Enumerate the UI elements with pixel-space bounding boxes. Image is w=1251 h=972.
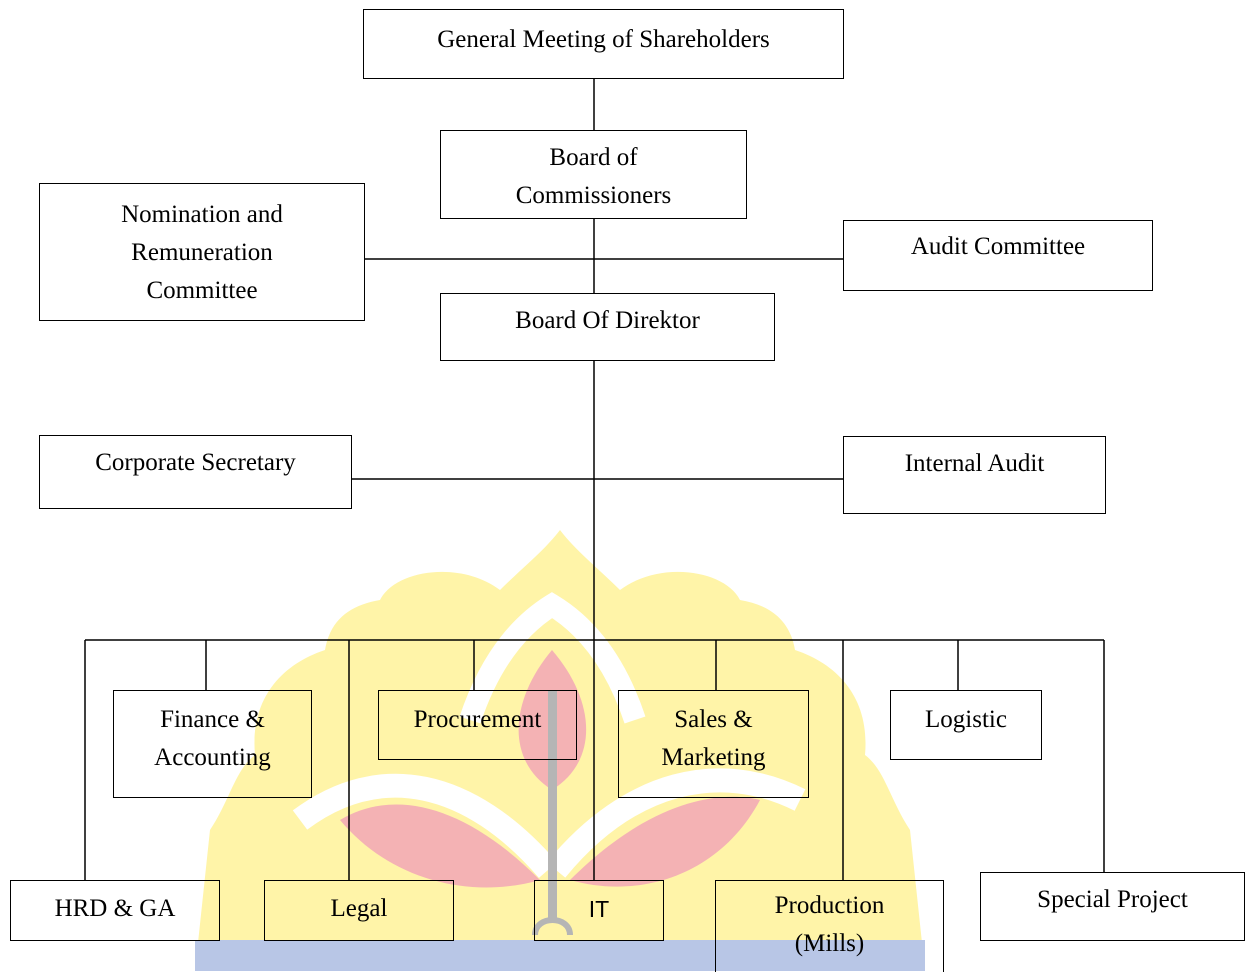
box-sales-marketing: Sales & Marketing <box>618 690 809 798</box>
box-procurement: Procurement <box>378 690 577 760</box>
box-label: Corporate Secretary <box>95 449 296 476</box>
box-general-meeting-shareholders: General Meeting of Shareholders <box>363 9 844 79</box>
box-audit-committee: Audit Committee <box>843 220 1153 291</box>
watermark-spear-ring <box>532 917 573 936</box>
box-internal-audit: Internal Audit <box>843 436 1106 514</box>
box-label: Procurement <box>413 706 542 733</box>
box-finance-accounting: Finance & Accounting <box>113 690 312 798</box>
box-hrd-ga: HRD & GA <box>10 880 220 941</box>
box-it: IT <box>534 880 664 941</box>
watermark-red-petal-right <box>570 796 760 887</box>
box-label: HRD & GA <box>54 895 176 922</box>
watermark-white-arc-right <box>546 768 806 878</box>
box-label: Internal Audit <box>904 450 1045 477</box>
box-label: Logistic <box>925 706 1007 733</box>
box-label: Nomination and Remuneration Committee <box>121 201 283 304</box>
box-label: IT <box>588 896 610 922</box>
box-label: Production (Mills) <box>774 892 885 957</box>
box-label: Special Project <box>1037 886 1188 913</box>
box-label: Audit Committee <box>910 233 1086 260</box>
watermark-red-petal-left <box>340 804 540 888</box>
watermark-spear-shaft <box>548 690 557 920</box>
box-corporate-secretary: Corporate Secretary <box>39 435 352 509</box>
box-logistic: Logistic <box>890 690 1042 760</box>
box-board-of-commissioners: Board of Commissioners <box>440 130 747 219</box>
watermark-white-arc-left <box>292 773 558 878</box>
box-nomination-remuneration-committee: Nomination and Remuneration Committee <box>39 183 365 321</box>
box-label: Finance & Accounting <box>154 706 271 771</box>
box-label: Legal <box>330 895 388 922</box>
watermark-blue-band <box>195 940 925 971</box>
watermark-white-arc-top <box>459 592 646 724</box>
box-label: Sales & Marketing <box>661 706 766 771</box>
box-label: Board Of Direktor <box>515 307 700 334</box>
box-board-of-direktor: Board Of Direktor <box>440 293 775 361</box>
box-special-project: Special Project <box>980 872 1245 941</box>
box-label: General Meeting of Shareholders <box>437 26 770 53</box>
box-legal: Legal <box>264 880 454 941</box>
box-label: Board of Commissioners <box>515 144 672 209</box>
box-production-mills: Production (Mills) <box>715 880 944 972</box>
